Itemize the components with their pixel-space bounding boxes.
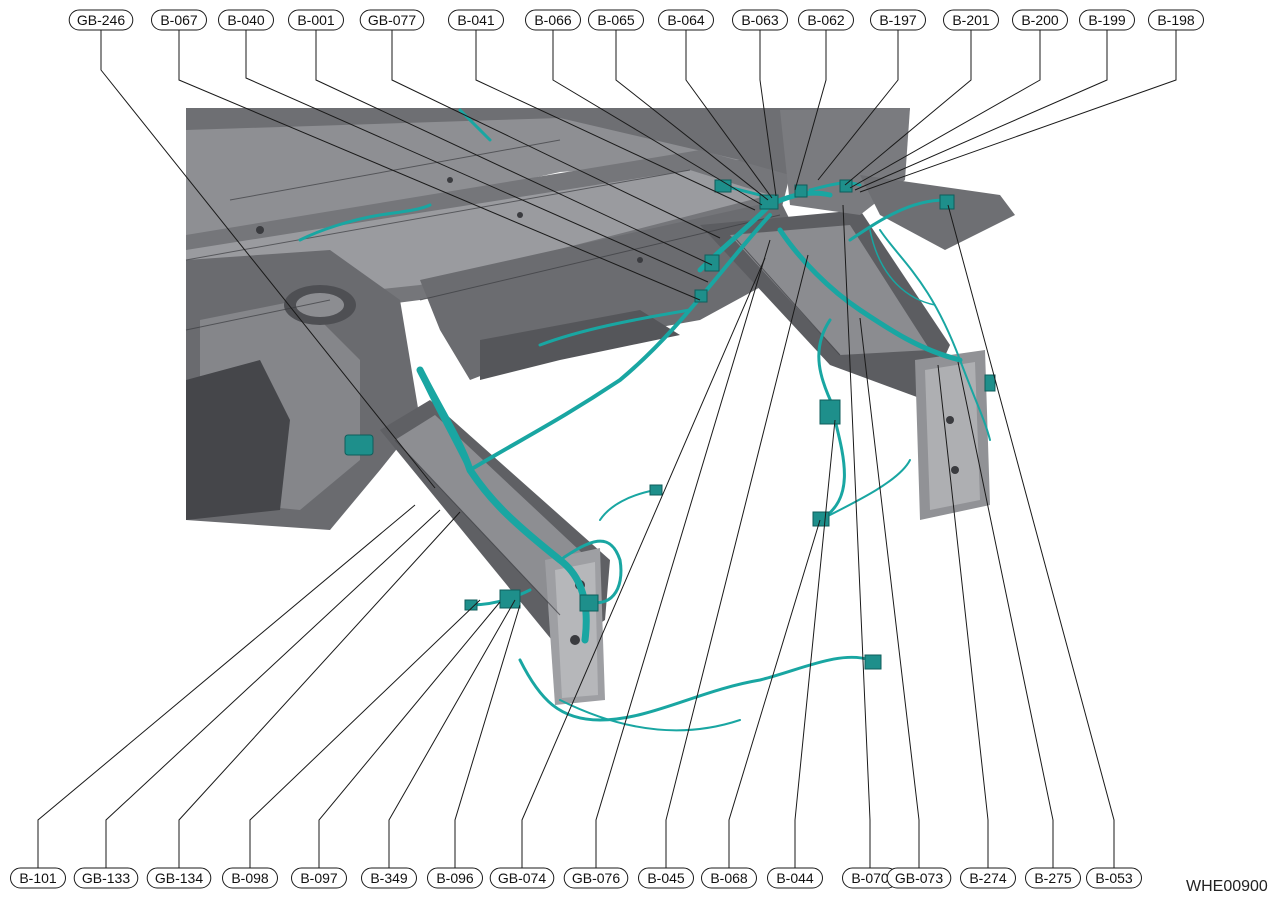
callout-label-text: B-096 [436,870,474,886]
callout-label-b-065: B-065 [588,9,644,31]
callout-label-text: B-067 [160,12,198,28]
callout-label-b-275: B-275 [1025,867,1081,889]
callout-label-text: B-041 [457,12,495,28]
callout-label-b-096: B-096 [427,867,483,889]
callout-label-text: B-199 [1088,12,1126,28]
callout-label-text: B-097 [300,870,338,886]
callout-label-text: B-044 [776,870,814,886]
callout-label-b-097: B-097 [291,867,347,889]
callout-label-text: GB-246 [77,12,125,28]
callout-label-b-349: B-349 [361,867,417,889]
callout-label-text: B-068 [710,870,748,886]
callout-label-b-045: B-045 [638,867,694,889]
callout-label-text: B-066 [534,12,572,28]
callout-label-b-274: B-274 [960,867,1016,889]
callout-label-b-101: B-101 [10,867,66,889]
callout-label-text: GB-134 [155,870,203,886]
callout-label-b-201: B-201 [943,9,999,31]
callout-label-text: B-200 [1021,12,1059,28]
callout-label-text: B-064 [667,12,705,28]
callout-label-gb-134: GB-134 [146,867,212,889]
callout-label-text: B-201 [952,12,990,28]
callout-label-text: B-045 [647,870,685,886]
callout-label-b-068: B-068 [701,867,757,889]
callout-label-text: B-040 [227,12,265,28]
callout-label-text: B-275 [1034,870,1072,886]
callout-label-text: B-065 [597,12,635,28]
callout-label-text: B-101 [19,870,57,886]
callout-label-b-063: B-063 [732,9,788,31]
callout-label-gb-077: GB-077 [359,9,425,31]
callout-label-b-064: B-064 [658,9,714,31]
callout-label-text: B-198 [1157,12,1195,28]
callout-label-b-200: B-200 [1012,9,1068,31]
callout-label-b-062: B-062 [798,9,854,31]
callout-label-text: GB-133 [82,870,130,886]
wiring-harness [298,108,991,732]
callout-label-text: B-070 [851,870,889,886]
callout-label-b-044: B-044 [767,867,823,889]
callout-label-b-067: B-067 [151,9,207,31]
callout-label-text: GB-076 [572,870,620,886]
callout-label-b-053: B-053 [1086,867,1142,889]
callout-label-b-066: B-066 [525,9,581,31]
vehicle-body [185,108,1015,705]
bottom-callout-labels: B-101 GB-133 GB-134 B-098 B-097 B-349 B-096 GB-… [10,867,1142,889]
callout-label-text: B-197 [879,12,917,28]
leader-lines [37,30,1177,870]
callout-label-b-041: B-041 [448,9,504,31]
callout-label-gb-246: GB-246 [68,9,134,31]
callout-label-text: B-274 [969,870,1007,886]
callout-label-text: B-349 [370,870,408,886]
callout-label-text: B-053 [1095,870,1133,886]
callout-label-gb-074: GB-074 [489,867,555,889]
callout-label-gb-133: GB-133 [73,867,139,889]
figure-code: WHE009001 [1186,878,1268,895]
callout-label-text: B-062 [807,12,845,28]
callout-label-b-098: B-098 [222,867,278,889]
callout-label-text: B-098 [231,870,269,886]
callout-label-gb-073: GB-073 [886,867,952,889]
callout-label-text: B-063 [741,12,779,28]
callout-label-b-199: B-199 [1079,9,1135,31]
callout-label-b-198: B-198 [1148,9,1204,31]
callout-label-b-001: B-001 [288,9,344,31]
callout-label-gb-076: GB-076 [563,867,629,889]
callout-label-text: GB-077 [368,12,416,28]
callout-label-b-197: B-197 [870,9,926,31]
callout-label-text: GB-074 [498,870,546,886]
top-callout-labels: GB-246 B-067 B-040 B-001 GB-077 B-041 B-066 B-0… [68,9,1204,31]
callout-label-text: B-001 [297,12,335,28]
callout-label-text: GB-073 [895,870,943,886]
callout-label-b-040: B-040 [218,9,274,31]
